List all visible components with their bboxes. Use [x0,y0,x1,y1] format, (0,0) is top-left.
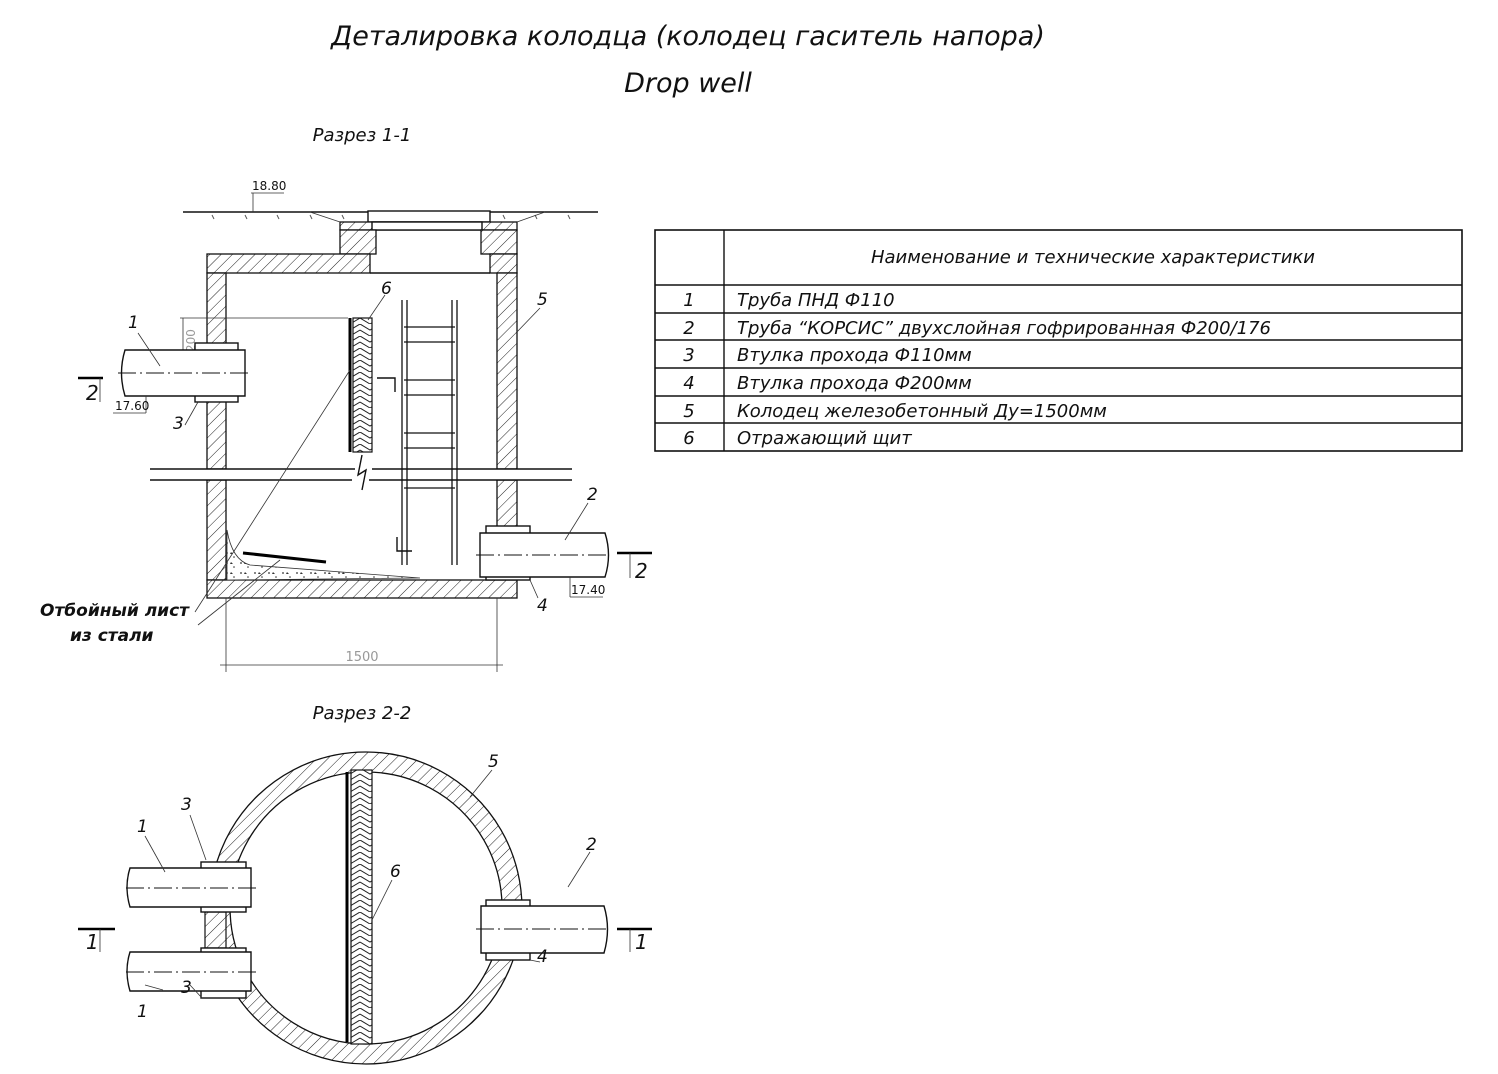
callout-5-plan: 5 [488,752,499,772]
cut-mark-1-left: 1 [86,930,99,954]
callout-1-lower: 1 [137,1002,148,1022]
table-row-text: Колодец железобетонный Ду=1500мм [737,401,1107,422]
table-row-num: 1 [683,290,694,311]
elevation-outlet: 17.40 [571,583,605,597]
table-row-text: Отражающий щит [737,428,912,449]
section-2-2-view: 1 1 1 3 1 3 6 5 2 4 [78,751,652,1065]
ladder [401,300,458,565]
table-row-num: 2 [683,318,694,339]
callout-3-upper: 3 [181,795,192,815]
table-row-num: 4 [683,373,694,394]
specification-table: Наименование и технические характеристик… [654,229,1463,452]
deflector-shield [352,317,373,453]
callout-1-upper: 1 [137,817,148,837]
callout-4-plan: 4 [537,947,548,967]
drawing-subtitle: Drop well [624,68,752,99]
callout-5: 5 [537,290,548,310]
section-1-label: Разрез 1-1 [313,125,412,146]
note-steel-plate-line2: из стали [70,626,154,646]
bottom-slab [206,579,518,599]
cut-mark-2-left: 2 [86,381,99,405]
table-row-text: Втулка прохода Ф110мм [737,345,972,366]
table-row-num: 5 [683,401,694,422]
elevation-inlet: 17.60 [115,399,149,413]
deflector-shield-plan [350,769,373,1045]
callout-2: 2 [587,485,598,505]
table-row-text: Труба “КОРСИС” двухслойная гофрированная… [737,318,1271,339]
elevation-ground: 18.80 [252,179,286,193]
concrete-fill [226,529,421,581]
table-header: Наименование и технические характеристик… [871,247,1315,268]
section-2-label: Разрез 2-2 [313,703,412,724]
section-1-1-view: 18.80 200 [40,179,652,672]
steel-deflector-plate [242,551,327,564]
callout-2-plan: 2 [586,835,597,855]
table-row-text: Труба ПНД Ф110 [737,290,895,311]
manhole-lid [367,210,491,223]
table-row-num: 6 [683,428,694,449]
callout-1: 1 [128,313,139,333]
note-steel-plate-line1: Отбойный лист [40,601,190,621]
well-wall-right [496,272,518,470]
cut-mark-2-right: 2 [635,559,648,583]
callout-3-lower: 3 [181,978,192,998]
cut-mark-1-right: 1 [635,930,648,954]
callout-3: 3 [173,414,184,434]
callout-4: 4 [537,596,548,616]
table-row-text: Втулка прохода Ф200мм [737,373,972,394]
callout-6: 6 [381,279,392,299]
table-row-num: 3 [683,345,694,366]
dim-width-1500: 1500 [345,650,378,665]
drawing-title: Деталировка колодца (колодец гаситель на… [330,21,1045,52]
top-slab [206,253,371,274]
callout-6-plan: 6 [390,862,401,882]
